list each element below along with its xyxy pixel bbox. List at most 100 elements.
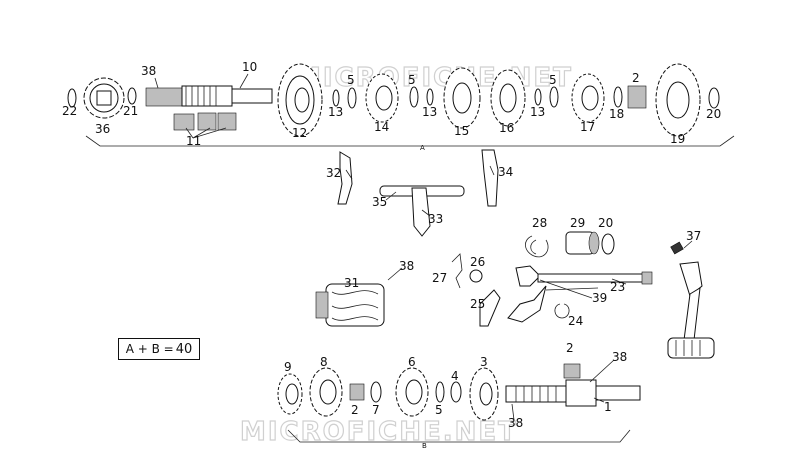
label-8: 8 xyxy=(320,355,328,369)
label-1: 1 xyxy=(604,400,612,414)
collar-29 xyxy=(565,231,600,255)
label-6: 6 xyxy=(408,355,416,369)
gear-15 xyxy=(443,67,481,129)
label-29: 29 xyxy=(570,216,585,230)
gear-8 xyxy=(309,367,343,417)
label-38-mid: 38 xyxy=(399,259,414,273)
label-4: 4 xyxy=(451,369,459,383)
needle-bearing-2b xyxy=(349,383,365,401)
label-5a: 5 xyxy=(347,73,355,87)
label-13a: 13 xyxy=(328,105,343,119)
top-shaft-assembly xyxy=(67,63,735,147)
leader-lines xyxy=(154,73,693,421)
spring-27 xyxy=(451,253,463,289)
dimension-line-a xyxy=(85,135,735,147)
label-35: 35 xyxy=(372,195,387,209)
label-32: 32 xyxy=(326,166,341,180)
washer-20a xyxy=(708,87,720,109)
section-label-a: A xyxy=(420,144,425,152)
washer-7 xyxy=(370,381,382,403)
label-20-top: 20 xyxy=(706,107,721,121)
label-38-bottom: 38 xyxy=(508,416,523,430)
label-13b: 13 xyxy=(422,105,437,119)
needle-bearing-2a xyxy=(627,85,647,109)
circlip-5b xyxy=(409,86,419,108)
watermark-bottom: MICROFICHE.NET xyxy=(240,417,518,447)
selector-forks xyxy=(337,149,499,237)
label-3: 3 xyxy=(480,355,488,369)
circlip-5c xyxy=(549,86,559,108)
label-36: 36 xyxy=(95,122,110,136)
label-20-mid: 20 xyxy=(598,216,613,230)
label-10: 10 xyxy=(242,60,257,74)
gear-17 xyxy=(571,73,605,123)
shaft-10 xyxy=(145,85,273,107)
label-21: 21 xyxy=(123,104,138,118)
label-2-right: 2 xyxy=(566,341,574,355)
gear-3 xyxy=(469,367,499,421)
label-38-right: 38 xyxy=(612,350,627,364)
bottom-shaft-assembly xyxy=(277,363,641,443)
label-37: 37 xyxy=(686,229,701,243)
label-22: 22 xyxy=(62,104,77,118)
label-15: 15 xyxy=(454,124,469,138)
label-12: 12 xyxy=(292,126,307,140)
washer-4 xyxy=(450,381,462,403)
section-label-b: B xyxy=(422,442,427,450)
label-24: 24 xyxy=(568,314,583,328)
equation-lhs: A + B = xyxy=(125,342,174,356)
label-17: 17 xyxy=(580,120,595,134)
lever-25 xyxy=(479,289,501,327)
label-11: 11 xyxy=(186,134,201,148)
circlip-5a xyxy=(347,87,357,109)
watermark-top: MICROFICHE.NET xyxy=(295,63,573,93)
needle-bearing-2c xyxy=(563,363,581,379)
label-38-top: 38 xyxy=(141,64,156,78)
label-31: 31 xyxy=(344,276,359,290)
label-18: 18 xyxy=(609,107,624,121)
label-28: 28 xyxy=(532,216,547,230)
label-9: 9 xyxy=(284,360,292,374)
gear-14 xyxy=(365,73,399,123)
shift-mechanism xyxy=(315,231,653,327)
fork-33 xyxy=(411,187,431,237)
equation-value: 40 xyxy=(175,341,193,357)
circlip-22 xyxy=(67,88,77,108)
dimension-equation-box: A + B = 40 xyxy=(118,338,200,360)
label-5c: 5 xyxy=(549,73,557,87)
label-19: 19 xyxy=(670,132,685,146)
gear-9 xyxy=(277,373,303,415)
washer-13a xyxy=(332,89,340,107)
washer-13b xyxy=(426,88,434,106)
fork-32 xyxy=(337,151,353,205)
label-7: 7 xyxy=(372,403,380,417)
circlip-5d xyxy=(435,381,445,403)
part-labels: 22 36 21 38 10 11 12 13 5 14 5 13 15 16 … xyxy=(62,60,721,450)
label-14: 14 xyxy=(374,120,389,134)
spring-28 xyxy=(525,235,549,258)
label-34: 34 xyxy=(498,165,513,179)
washer-18 xyxy=(613,86,623,108)
shift-shaft-39 xyxy=(507,265,653,323)
washer-26 xyxy=(469,269,483,283)
label-5b: 5 xyxy=(408,73,416,87)
label-13c: 13 xyxy=(530,105,545,119)
gear-12 xyxy=(277,63,323,137)
dimension-line-b xyxy=(287,429,631,443)
gear-19 xyxy=(655,63,701,137)
washer-13c xyxy=(534,88,542,106)
label-16: 16 xyxy=(499,121,514,135)
washer-21 xyxy=(127,87,137,105)
spring-24 xyxy=(554,303,570,319)
label-2-top: 2 xyxy=(632,71,640,85)
label-2-bottom: 2 xyxy=(351,403,359,417)
washer-20b xyxy=(601,233,615,255)
label-23: 23 xyxy=(610,280,625,294)
label-39: 39 xyxy=(592,291,607,305)
label-33: 33 xyxy=(428,212,443,226)
gear-lever-37 xyxy=(667,241,715,359)
label-26: 26 xyxy=(470,255,485,269)
needle-bearings-11 xyxy=(173,112,237,131)
gear-6 xyxy=(395,367,429,417)
